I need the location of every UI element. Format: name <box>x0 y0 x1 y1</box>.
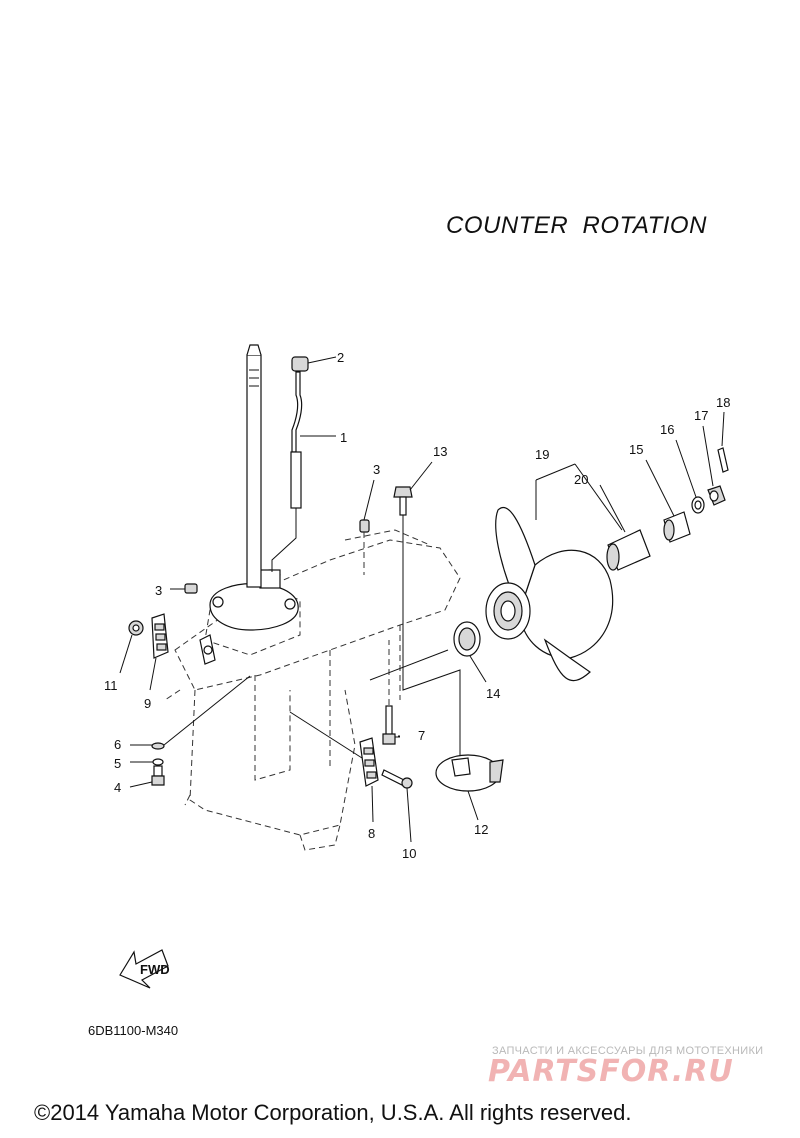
part-12-trim-tab <box>435 754 504 821</box>
part-9-trim-tab-anode <box>149 613 169 691</box>
callout-13: 13 <box>433 444 447 459</box>
watermark-tagline: ЗАПЧАСТИ И АКСЕССУАРЫ ДЛЯ МОТОТЕХНИКИ <box>492 1045 764 1057</box>
part-3-dowel-pin-upper <box>359 479 375 575</box>
callout-1: 1 <box>340 430 347 445</box>
part-6-washer <box>130 675 251 750</box>
callout-10: 10 <box>402 846 416 861</box>
callout-4: 4 <box>114 780 121 795</box>
callout-7: 7 <box>418 728 425 743</box>
part-17-nut <box>702 425 726 506</box>
callout-2: 2 <box>337 350 344 365</box>
part-1-water-tube <box>271 371 336 572</box>
watermark-logo: PARTSFOR.RU <box>488 1054 734 1089</box>
callout-8: 8 <box>368 826 375 841</box>
part-3-dowel-pin-lower <box>170 583 198 594</box>
part-11-nut <box>119 620 144 674</box>
part-19-propeller <box>485 463 614 682</box>
part-13-bolt <box>393 461 461 760</box>
part-10-screw <box>381 769 413 843</box>
part-7-bolt <box>382 640 400 745</box>
callout-19: 19 <box>535 447 549 462</box>
part-2-grommet <box>291 356 337 372</box>
callout-16: 16 <box>660 422 674 437</box>
part-16-washer <box>675 439 705 514</box>
callout-3-upper: 3 <box>373 462 380 477</box>
lower-unit-housing <box>164 529 461 851</box>
diagram-title: COUNTER ROTATION <box>446 212 707 239</box>
callout-5: 5 <box>114 756 121 771</box>
callout-3-lower: 3 <box>155 583 162 598</box>
callout-9: 9 <box>144 696 151 711</box>
part-8-anode <box>289 711 379 823</box>
callout-17: 17 <box>694 408 708 423</box>
callout-11: 11 <box>104 678 118 693</box>
drive-shaft <box>246 344 262 588</box>
callout-12: 12 <box>474 822 488 837</box>
callout-6: 6 <box>114 737 121 752</box>
part-15-washer <box>645 459 691 543</box>
fwd-label: FWD <box>140 962 170 977</box>
fwd-arrow: FWD <box>119 949 170 989</box>
part-14-thrust-washer <box>369 621 487 683</box>
callout-15: 15 <box>629 442 643 457</box>
callout-14: 14 <box>486 686 500 701</box>
drawing-code: 6DB1100-M340 <box>88 1023 179 1038</box>
callout-18: 18 <box>716 395 730 410</box>
callout-20: 20 <box>574 472 588 487</box>
part-5-washer <box>130 758 164 766</box>
part-4-bolt <box>129 765 165 788</box>
pump-housing <box>199 569 299 665</box>
part-20-spacer <box>574 463 651 571</box>
copyright-notice: ©2014 Yamaha Motor Corporation, U.S.A. A… <box>34 1100 632 1125</box>
part-18-cotter-pin <box>717 411 729 473</box>
